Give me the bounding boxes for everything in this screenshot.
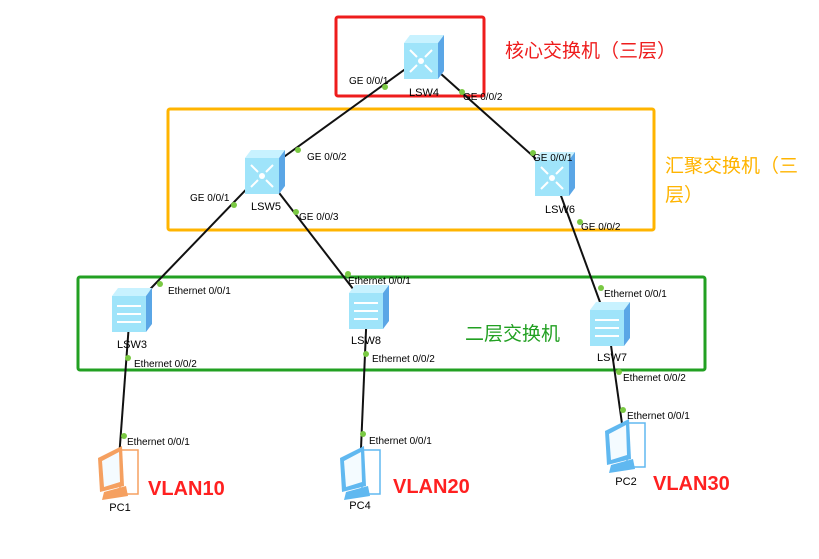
port-dot[interactable] (363, 351, 369, 357)
link-LSW8-PC4[interactable] (359, 306, 368, 473)
port-label: GE 0/0/2 (307, 152, 347, 163)
node-label: PC4 (349, 500, 370, 512)
aggregation-group-box (166, 107, 656, 232)
port-label: GE 0/0/1 (533, 153, 573, 164)
vlan-label: VLAN10 (148, 478, 225, 500)
port-dot[interactable] (620, 407, 626, 413)
port-label: GE 0/0/1 (190, 193, 230, 204)
port-dot[interactable] (295, 147, 301, 153)
node-PC4[interactable] (340, 446, 381, 500)
port-label: Ethernet 0/0/1 (168, 286, 231, 297)
vlan-label: VLAN30 (653, 473, 730, 495)
switch-arrows-icon (595, 319, 619, 337)
pc-icon (605, 419, 646, 473)
port-dot[interactable] (121, 433, 127, 439)
port-label: GE 0/0/2 (581, 222, 621, 233)
port-label: Ethernet 0/0/1 (369, 436, 432, 447)
switch-side (569, 152, 575, 196)
switch-side (624, 302, 630, 346)
node-label: LSW8 (351, 335, 381, 347)
port-dot[interactable] (125, 355, 131, 361)
core-group-box (334, 15, 486, 98)
link-LSW4-LSW5[interactable] (262, 56, 423, 173)
port-label: Ethernet 0/0/2 (134, 359, 197, 370)
port-dot[interactable] (293, 209, 299, 215)
switch-top (590, 302, 630, 310)
switch-side (383, 285, 389, 329)
node-LSW6[interactable] (535, 152, 575, 196)
pc-icon (340, 446, 381, 500)
switch-side (279, 150, 285, 194)
node-label: LSW3 (117, 339, 147, 351)
port-dot[interactable] (231, 202, 237, 208)
access-group-box (76, 275, 707, 372)
switch-top (535, 152, 575, 160)
switch-side (146, 288, 152, 332)
access-group-label: 二层交换机 (465, 323, 560, 345)
core-group-label: 核心交换机（三层） (505, 40, 676, 62)
port-label: GE 0/0/2 (463, 92, 503, 103)
switch-side (438, 35, 444, 79)
node-LSW7[interactable] (590, 302, 630, 346)
port-dot[interactable] (360, 431, 366, 437)
port-label: Ethernet 0/0/2 (623, 373, 686, 384)
port-label: Ethernet 0/0/1 (604, 289, 667, 300)
port-dot[interactable] (598, 285, 604, 291)
node-label: LSW4 (409, 87, 439, 99)
port-dot[interactable] (616, 369, 622, 375)
node-LSW8[interactable] (349, 285, 389, 329)
port-dot[interactable] (577, 219, 583, 225)
port-dot[interactable] (530, 150, 536, 156)
node-LSW5[interactable] (245, 150, 285, 194)
link-LSW6-LSW7[interactable] (552, 173, 609, 325)
port-dot[interactable] (459, 89, 465, 95)
aggregation-group-label: 汇聚交换机（三 (665, 155, 798, 177)
port-label: Ethernet 0/0/1 (127, 437, 190, 448)
pc-icon (98, 446, 139, 500)
port-label: GE 0/0/3 (299, 212, 339, 223)
port-label: Ethernet 0/0/1 (627, 411, 690, 422)
link-LSW5-LSW3[interactable] (129, 171, 264, 311)
port-dot[interactable] (382, 84, 388, 90)
node-LSW4[interactable] (404, 35, 444, 79)
switch-top (404, 35, 444, 43)
node-label: LSW6 (545, 204, 575, 216)
port-label: GE 0/0/1 (349, 76, 389, 87)
port-dot[interactable] (345, 271, 351, 277)
node-PC1[interactable] (98, 446, 139, 500)
port-label: Ethernet 0/0/1 (348, 276, 411, 287)
switch-top (349, 285, 389, 293)
node-label: LSW5 (251, 201, 281, 213)
router-switch-icon (540, 166, 564, 190)
node-LSW3[interactable] (112, 288, 152, 332)
switch-top (245, 150, 285, 158)
node-PC2[interactable] (605, 419, 646, 473)
router-switch-icon (409, 49, 433, 73)
aggregation-group-label: 层） (665, 184, 703, 206)
node-label: PC1 (109, 502, 130, 514)
switch-arrows-icon (117, 305, 141, 323)
node-label: PC2 (615, 476, 636, 488)
switch-arrows-icon (354, 302, 378, 320)
port-label: Ethernet 0/0/2 (372, 354, 435, 365)
link-LSW3-PC1[interactable] (117, 309, 131, 473)
vlan-label: VLAN20 (393, 476, 470, 498)
port-dot[interactable] (157, 281, 163, 287)
switch-top (112, 288, 152, 296)
link-LSW5-LSW8[interactable] (262, 171, 368, 308)
router-switch-icon (250, 164, 274, 188)
node-label: LSW7 (597, 352, 627, 364)
